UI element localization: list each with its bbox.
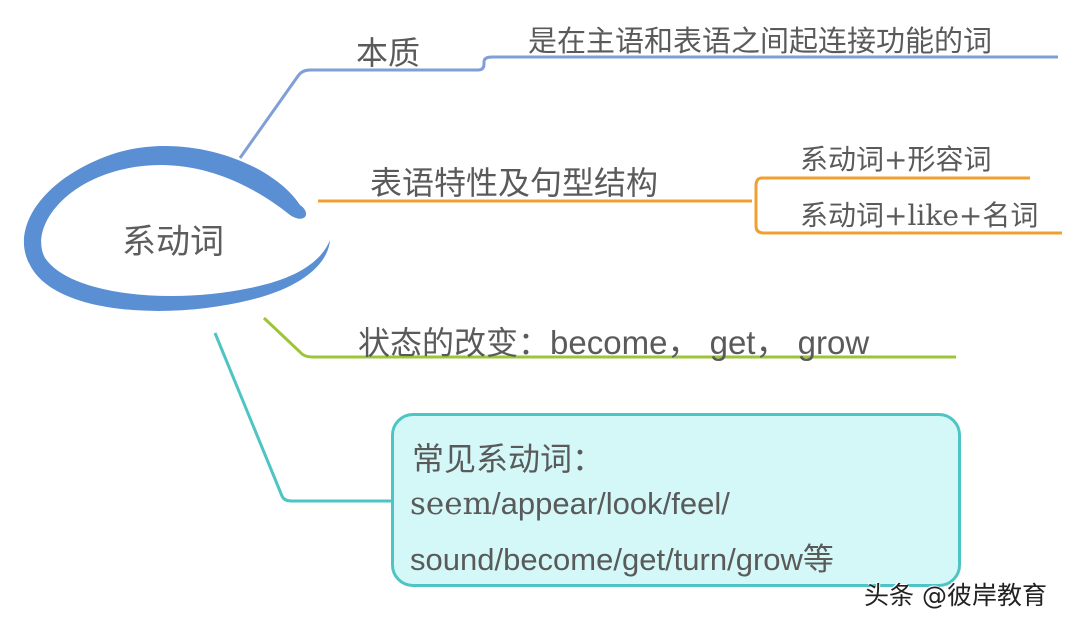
verbs-list-1: /appear/look/feel/ (492, 486, 730, 521)
verbs-list-2: sound/become/get/turn/grow (410, 542, 803, 577)
state-change-label: 状态的改变： (358, 324, 551, 362)
branch-line-essence (238, 55, 1058, 159)
branch-essence-label: 本质 (356, 34, 421, 72)
verbs-suffix: 等 (802, 542, 834, 578)
verb-seem: seem (410, 486, 492, 522)
center-node-label: 系动词 (122, 222, 224, 262)
branch-essence-detail: 是在主语和表语之间起连接功能的词 (528, 24, 993, 58)
center-node-ring (23, 145, 330, 311)
common-linking-verbs-box: 常见系动词： seem/appear/look/feel/ sound/beco… (391, 413, 961, 587)
watermark: 头条 @彼岸教育 (864, 581, 1047, 610)
branch-predicative-label: 表语特性及句型结构 (370, 164, 659, 202)
predicative-child-like-noun: 系动词+like+名词 (800, 199, 1039, 232)
branch-line-state-change (262, 316, 956, 359)
state-change-verbs: become， get， grow (550, 324, 870, 361)
common-verbs-title: 常见系动词： (412, 440, 605, 478)
common-verbs-line-2: sound/become/get/turn/grow等 (410, 534, 834, 579)
common-verbs-line-1: seem/appear/look/feel/ (410, 486, 730, 522)
branch-line-predicative-children (754, 176, 1062, 235)
predicative-child-adjective: 系动词+形容词 (800, 143, 992, 176)
branch-line-common (213, 332, 393, 503)
branch-state-change: 状态的改变：become， get， grow (358, 316, 869, 364)
